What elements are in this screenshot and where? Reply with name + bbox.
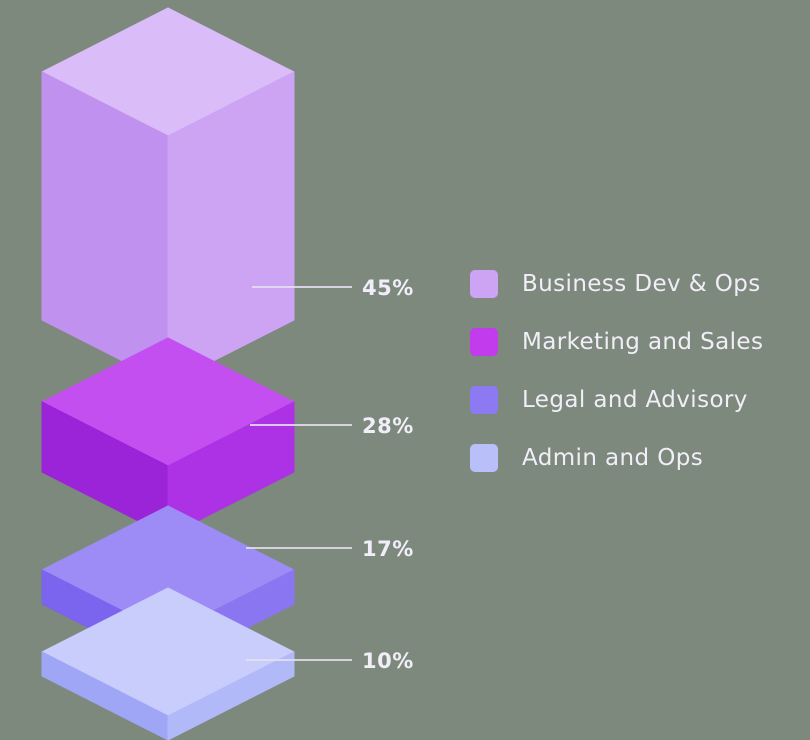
legend-swatch [470,386,498,414]
legend: Business Dev & Ops Marketing and Sales L… [470,270,763,472]
legend-swatch [470,328,498,356]
legend-item-business-dev-ops: Business Dev & Ops [470,270,763,298]
legend-item-marketing-and-sales: Marketing and Sales [470,328,763,356]
segment-right-face [167,651,295,740]
legend-swatch [470,444,498,472]
value-label: 45% [362,276,414,300]
callout-admin-and-ops: 10% [246,649,414,673]
callout-legal-and-advisory: 17% [246,537,414,561]
bar-segment-marketing-and-sales [41,337,295,537]
legend-label: Business Dev & Ops [522,271,761,297]
value-label: 10% [362,649,414,673]
segment-right-face [167,71,295,385]
legend-item-admin-and-ops: Admin and Ops [470,444,763,472]
legend-swatch [470,270,498,298]
legend-item-legal-and-advisory: Legal and Advisory [470,386,763,414]
legend-label: Marketing and Sales [522,329,764,355]
legend-label: Admin and Ops [522,445,704,471]
bar-segment-business-dev-ops [41,7,295,385]
value-label: 17% [362,537,414,561]
value-label: 28% [362,414,414,438]
segment-left-face [41,651,169,740]
legend-label: Legal and Advisory [522,387,748,413]
callout-business-dev-ops: 45% [252,276,414,300]
bar-segment-admin-and-ops [41,587,295,740]
callout-marketing-and-sales: 28% [250,414,414,438]
